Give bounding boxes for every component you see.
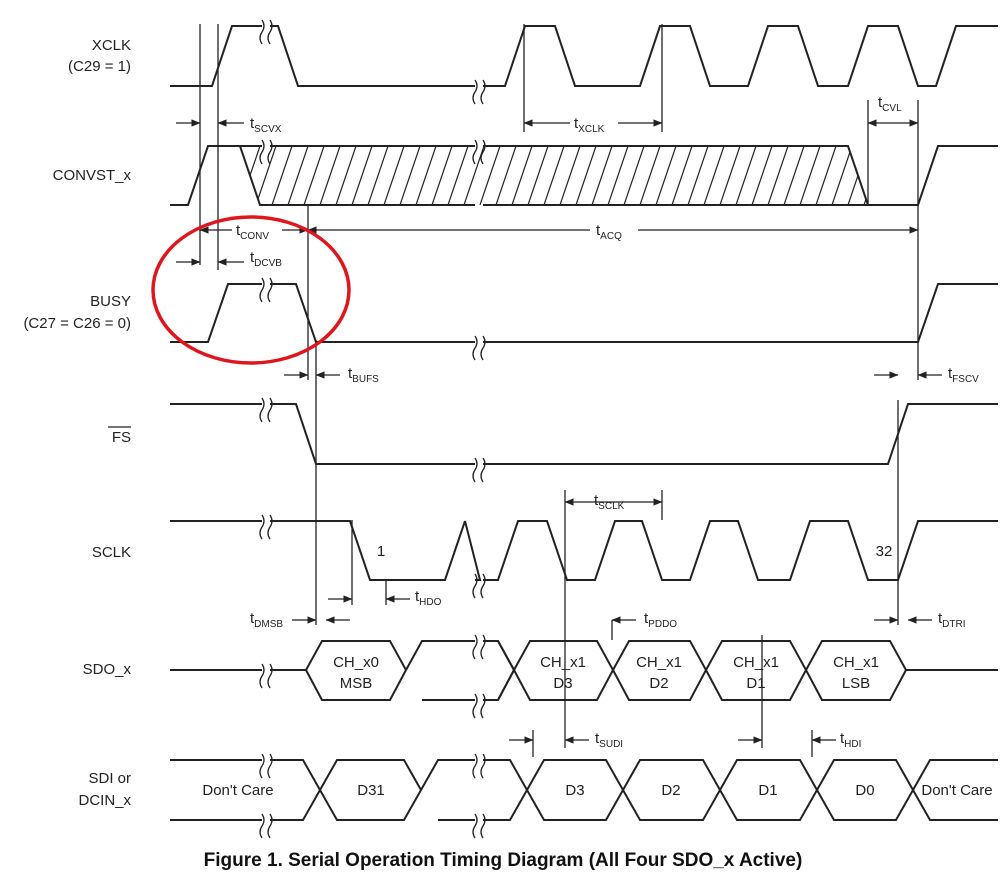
xclk-waveform — [170, 19, 998, 105]
sdi-cell-1: Don't Care — [202, 782, 273, 799]
sdi-cell-3: D3 — [565, 782, 584, 799]
sdo-label: SDO_x — [83, 661, 132, 678]
sdi-cell-4: D2 — [661, 782, 680, 799]
fs-label: FS — [112, 429, 131, 446]
sdo-cell-1-line1: CH_x0 — [333, 654, 379, 671]
sclk-last-pulse-label: 32 — [876, 543, 893, 560]
timing-arrows — [176, 119, 942, 744]
sdo-cell-3-line1: CH_x1 — [636, 654, 682, 671]
sdo-cell-4-line1: CH_x1 — [733, 654, 779, 671]
busy-label: BUSY — [90, 293, 131, 310]
sdo-cell-3-line2: D2 — [649, 675, 668, 692]
tsudi-label: tSUDI — [595, 730, 623, 750]
tdmsb-label: tDMSB — [250, 610, 283, 630]
tscvx-label: tSCVX — [250, 115, 282, 135]
tconv-label: tCONV — [236, 222, 269, 242]
sdo-cell-1-line2: MSB — [340, 675, 373, 692]
xclk-label: XCLK — [92, 37, 131, 54]
sdo-cell-2-line1: CH_x1 — [540, 654, 586, 671]
tsclk-label: tSCLK — [594, 492, 625, 512]
dcin-label: DCIN_x — [78, 792, 131, 809]
figure-caption: Figure 1. Serial Operation Timing Diagra… — [204, 850, 803, 871]
tfscv-label: tFSCV — [948, 365, 979, 385]
tpddo-label: tPDDO — [644, 610, 677, 630]
tbufs-label: tBUFS — [348, 365, 379, 385]
sdo-cell-5-line1: CH_x1 — [833, 654, 879, 671]
txclk-label: tXCLK — [574, 115, 605, 135]
sdo-cell-4-line2: D1 — [746, 675, 765, 692]
tacq-label: tACQ — [596, 222, 622, 242]
busy-waveform — [170, 277, 998, 361]
sdo-cell-2-line2: D3 — [553, 675, 572, 692]
busy-condition: (C27 = C26 = 0) — [23, 315, 131, 332]
sclk-label: SCLK — [92, 544, 131, 561]
thdo-label: tHDO — [415, 588, 442, 608]
fs-waveform — [170, 397, 998, 483]
reference-lines — [199, 24, 919, 757]
timing-labels: tSCVX tXCLK tCVL tCONV tACQ tDCVB tBUFS … — [236, 94, 979, 750]
sdi-label: SDI or — [88, 770, 131, 787]
sdo-waveform: CH_x0 MSB CH_x1 D3 CH_x1 D2 CH_x1 D1 CH_… — [170, 634, 998, 719]
thdi-label: tHDI — [840, 730, 861, 750]
signal-labels: XCLK (C29 = 1) CONVST_x BUSY (C27 = C26 … — [23, 37, 131, 809]
tdtri-label: tDTRI — [938, 610, 966, 630]
sdi-cell-2: D31 — [357, 782, 385, 799]
xclk-condition: (C29 = 1) — [68, 58, 131, 75]
tcvl-label: tCVL — [878, 94, 902, 114]
sdi-cell-5: D1 — [758, 782, 777, 799]
convst-waveform — [170, 139, 998, 206]
tdcvb-label: tDCVB — [250, 249, 282, 269]
sdi-cell-7: Don't Care — [921, 782, 992, 799]
highlight-ellipse — [151, 215, 351, 365]
convst-label: CONVST_x — [53, 167, 132, 184]
sclk-first-pulse-label: 1 — [377, 543, 385, 560]
sdi-waveform: Don't Care D31 D3 D2 D1 D0 Don't Care — [170, 753, 998, 839]
sclk-waveform: 1 32 — [170, 514, 998, 599]
sdo-cell-5-line2: LSB — [842, 675, 870, 692]
sdi-cell-6: D0 — [855, 782, 874, 799]
